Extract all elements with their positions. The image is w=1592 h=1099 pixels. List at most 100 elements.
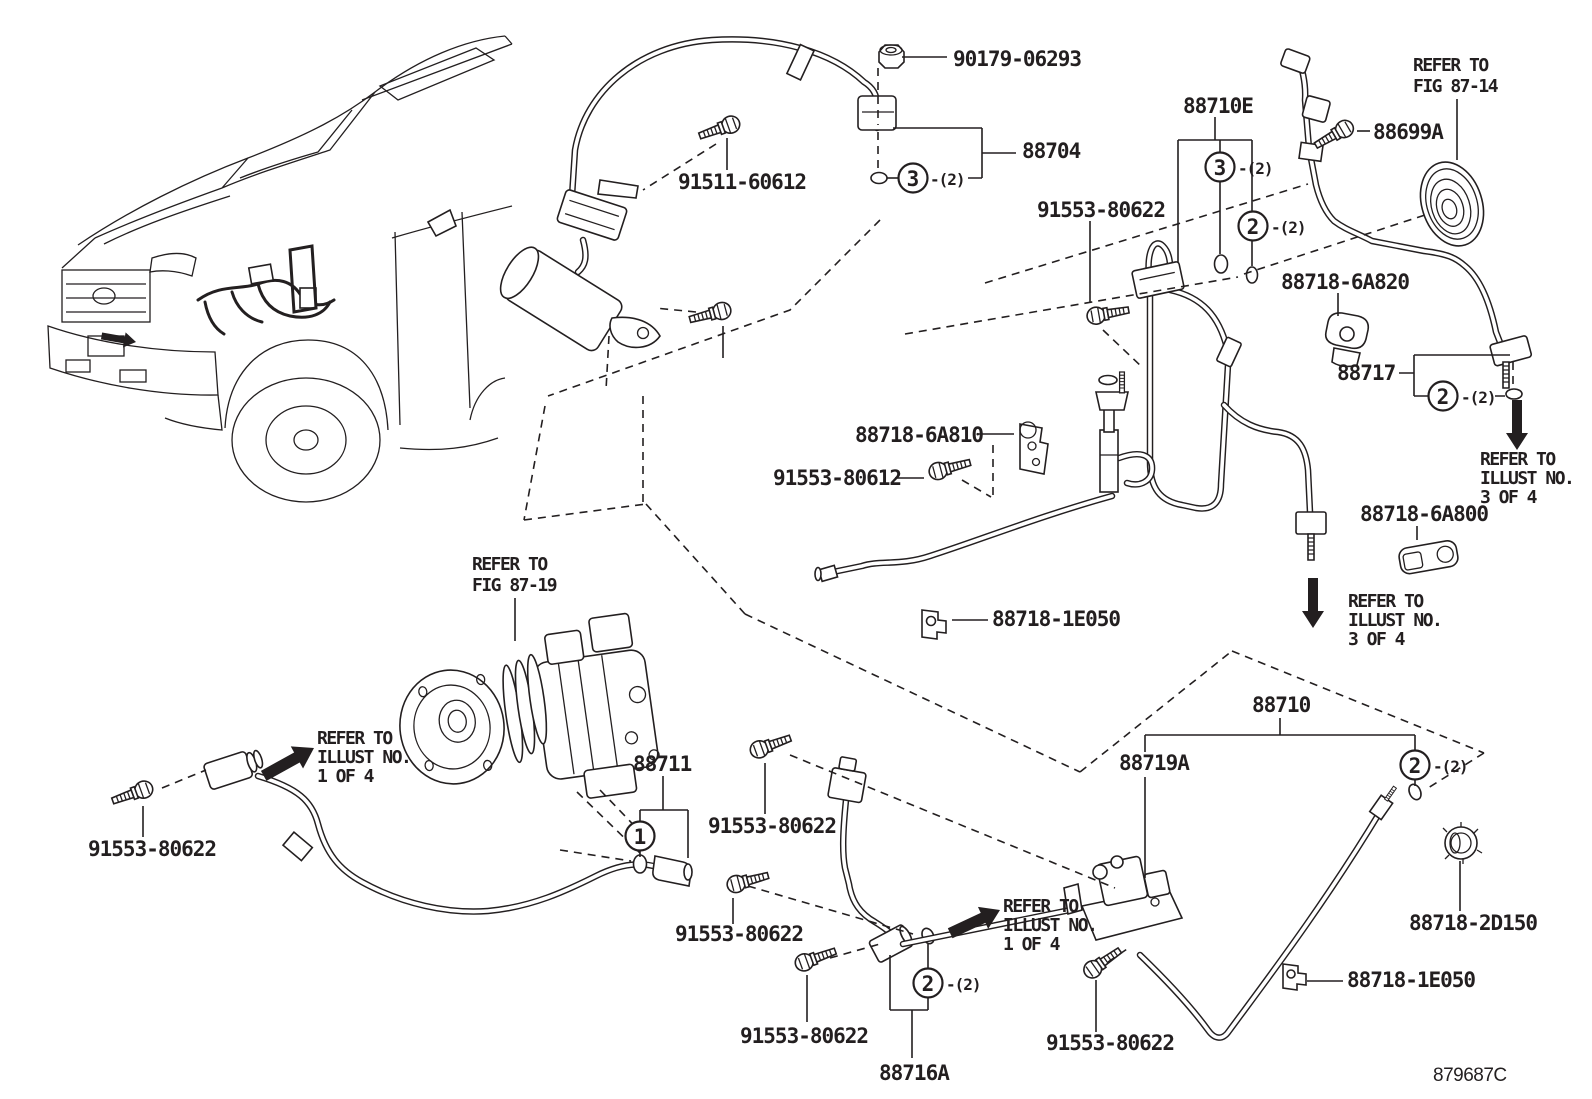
refer-arrow-icon <box>1506 400 1528 450</box>
part-label: 88710 <box>1252 693 1311 717</box>
note-line: ILLUST NO. <box>1348 610 1441 631</box>
callout-2-pipe: 2 -(2) <box>1399 749 1469 781</box>
callouts: 3 -(2) 3 -(2) 2 -(2) 2 -(2) 1 2 -(2) <box>624 151 1497 999</box>
part-label: 88718-6A800 <box>1360 502 1488 526</box>
callout-number: 3 <box>1214 156 1227 180</box>
note-line: ILLUST NO. <box>317 747 410 768</box>
expansion-valve-assembly <box>899 783 1422 1041</box>
callout-number: 2 <box>922 972 935 996</box>
callout-number: 2 <box>1247 215 1260 239</box>
suction-muffler <box>499 246 623 352</box>
bolt-icon <box>1310 116 1358 154</box>
suction-pipe-assembly-88710e <box>814 240 1327 583</box>
callout-number: 2 <box>1409 754 1422 778</box>
callout-qty: -(2) <box>946 975 981 994</box>
highlighted-ac-piping <box>196 244 336 336</box>
part-label: 88719A <box>1119 751 1190 775</box>
part-label: 91553-80622 <box>708 814 836 838</box>
o-ring <box>870 171 888 185</box>
part-label: 88699A <box>1373 120 1444 144</box>
clamp-88718-6a800 <box>1398 540 1459 575</box>
callout-qty: -(2) <box>930 170 965 189</box>
reference-notes: REFER TO FIG 87-14 REFER TO FIG 87-19 RE… <box>317 55 1575 955</box>
vehicle-illustration <box>47 35 513 503</box>
liquid-hose-top-right <box>1280 48 1533 400</box>
callout-3-mid: 3 -(2) <box>1204 151 1274 183</box>
o-ring <box>1505 388 1523 400</box>
callout-qty: -(2) <box>1271 218 1306 237</box>
part-label: 91553-80622 <box>740 1024 868 1048</box>
suction-hose-88711 <box>109 749 693 915</box>
bolt-icon <box>1079 942 1126 983</box>
mount-nut <box>878 44 905 69</box>
compressor-illustration <box>399 612 660 799</box>
bolt-icon <box>109 777 156 810</box>
part-label: 91553-80622 <box>1046 1031 1174 1055</box>
callout-qty: -(2) <box>1461 388 1496 407</box>
note-line: FIG 87-14 <box>1413 76 1499 97</box>
callout-number: 1 <box>634 825 647 849</box>
o-ring <box>1245 266 1259 284</box>
note-line: 1 OF 4 <box>317 766 375 787</box>
part-label: 88704 <box>1022 139 1081 163</box>
callout-2-mid: 2 -(2) <box>1237 210 1307 242</box>
figure-code: 879687C <box>1433 1065 1507 1086</box>
bolt-icon <box>926 453 974 483</box>
part-label: 90179-06293 <box>953 47 1081 71</box>
part-label: 88717 <box>1337 361 1396 385</box>
bolt-icon <box>686 299 734 329</box>
callout-3-top: 3 -(2) <box>897 162 966 194</box>
part-label: 91553-80622 <box>675 922 803 946</box>
clamp-88718-6a820 <box>1324 312 1370 368</box>
part-label: 91553-80622 <box>1037 198 1165 222</box>
o-ring <box>1213 254 1229 274</box>
stud-bolt <box>1384 785 1397 802</box>
refer-arrow-icon <box>1302 578 1324 628</box>
part-label: 88718-1E050 <box>1347 968 1475 992</box>
note-line: REFER TO <box>1348 591 1424 612</box>
part-label: 88718-2D150 <box>1409 911 1537 935</box>
part-labels: 90179-06293 88704 91511-60612 88710E 886… <box>88 47 1538 1085</box>
callout-qty: -(2) <box>1433 757 1468 776</box>
liquid-pipe-88716a <box>724 729 935 975</box>
stud-bolt <box>1118 371 1126 394</box>
note-line: REFER TO <box>472 554 548 575</box>
part-label: 88711 <box>633 752 692 776</box>
part-label: 88710E <box>1183 94 1253 118</box>
refer-arrow-icon <box>257 736 321 787</box>
magnet-clutch-pulley <box>1419 161 1485 247</box>
callout-number: 2 <box>1437 385 1450 409</box>
note-line: REFER TO <box>1480 449 1556 470</box>
refer-arrow-icon <box>945 899 1006 945</box>
o-ring <box>632 854 648 874</box>
part-label: 88718-6A820 <box>1281 270 1409 294</box>
note-line: 3 OF 4 <box>1348 629 1406 650</box>
bolt-icon <box>747 729 794 762</box>
leader-lines <box>142 56 1510 1058</box>
bracket-88718-6a810 <box>926 421 1049 483</box>
part-label: 88716A <box>879 1061 950 1085</box>
callout-2-bottom: 2 -(2) <box>912 967 982 999</box>
part-label: 88718-6A810 <box>855 423 983 447</box>
note-line: ILLUST NO. <box>1480 468 1573 489</box>
clamp-88718-1e050-mid <box>921 609 947 640</box>
part-label: 91511-60612 <box>678 170 806 194</box>
note-line: REFER TO <box>1003 896 1079 917</box>
bolt-icon <box>1084 300 1131 327</box>
note-line: FIG 87-19 <box>472 575 557 596</box>
note-line: 3 OF 4 <box>1480 487 1538 508</box>
note-line: REFER TO <box>1413 55 1489 76</box>
part-label: 88718-1E050 <box>992 607 1120 631</box>
note-line: REFER TO <box>317 728 393 749</box>
bolt-icon <box>696 112 743 145</box>
callout-number: 3 <box>907 167 920 191</box>
part-label: 91553-80622 <box>88 837 216 861</box>
grommet-88718-2d150 <box>1442 822 1483 864</box>
callout-2-right: 2 -(2) <box>1427 380 1497 412</box>
callout-qty: -(2) <box>1238 159 1273 178</box>
dashed-lines <box>161 68 1514 963</box>
part-label: 91553-80612 <box>773 466 901 490</box>
stud-bolt <box>1502 361 1510 389</box>
